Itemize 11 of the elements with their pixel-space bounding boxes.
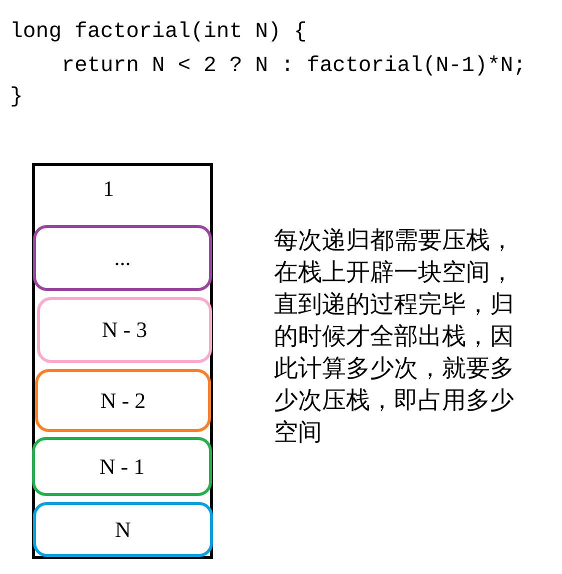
code-line: long factorial(int N) { bbox=[10, 19, 307, 45]
code-line: } bbox=[10, 84, 23, 110]
stack-frame: N - 2 bbox=[35, 369, 211, 432]
stack-frame: N - 3 bbox=[37, 297, 212, 363]
code-line: return N < 2 ? N : factorial(N-1)*N; bbox=[60, 53, 526, 79]
note-text: 每次递归都需要压栈，在栈上开辟一块空间，直到递的过程完毕，归的时候才全部出栈，因此计算多少次，就要多少次压栈，即占用多少空间 bbox=[274, 225, 515, 448]
stack-frame: N bbox=[33, 502, 213, 557]
frame-label: 1 bbox=[103, 176, 114, 202]
stack-frame: ... bbox=[33, 225, 212, 291]
stack-frame: N - 1 bbox=[32, 437, 212, 496]
stack-box bbox=[32, 163, 213, 559]
